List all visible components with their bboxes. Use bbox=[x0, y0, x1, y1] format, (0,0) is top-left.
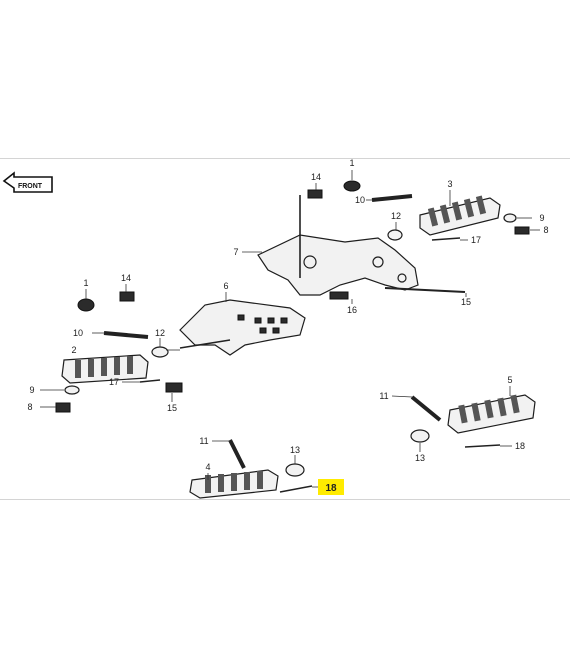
bolt-10-left bbox=[103, 331, 149, 339]
pin-17-left bbox=[139, 379, 161, 383]
pin-2 bbox=[179, 339, 231, 349]
callout-6: 6 bbox=[223, 281, 228, 291]
bolt-16 bbox=[329, 291, 349, 300]
bolt-10-top bbox=[371, 194, 413, 202]
callout-18: 18 bbox=[515, 441, 525, 451]
callout-11: 11 bbox=[199, 436, 208, 446]
footpeg-4 bbox=[189, 469, 279, 499]
callout-13: 13 bbox=[290, 445, 300, 455]
pin-17-top bbox=[431, 237, 461, 241]
bracket-hole bbox=[303, 255, 317, 269]
washer-9-left bbox=[64, 385, 80, 395]
diagram-frame bbox=[0, 158, 570, 500]
callout-16: 16 bbox=[347, 305, 357, 315]
spring-8-left bbox=[55, 402, 71, 413]
callout-1: 1 bbox=[349, 158, 354, 168]
footpeg-left bbox=[61, 354, 149, 384]
spring-8-top bbox=[514, 226, 530, 235]
bolt-11-right bbox=[410, 395, 442, 422]
highlighted-callout-18: 18 bbox=[318, 479, 344, 495]
callout-10: 10 bbox=[355, 195, 365, 205]
washer-13-bottom bbox=[285, 463, 305, 477]
nut-14-top bbox=[307, 189, 323, 199]
washer-12-left bbox=[151, 346, 169, 358]
callout-14: 14 bbox=[121, 273, 131, 283]
front-arrow: FRONT bbox=[2, 171, 53, 193]
bolt-15-left bbox=[165, 382, 183, 393]
callout-12: 12 bbox=[391, 211, 401, 221]
bracket-hole bbox=[397, 273, 407, 283]
callout-5: 5 bbox=[507, 375, 512, 385]
callout-7: 7 bbox=[233, 247, 238, 257]
washer-9-top bbox=[503, 213, 517, 223]
callout-3: 3 bbox=[447, 179, 452, 189]
callout-15: 15 bbox=[461, 297, 471, 307]
callout-15: 15 bbox=[167, 403, 177, 413]
callout-1: 1 bbox=[83, 278, 88, 288]
callout-13: 13 bbox=[415, 453, 425, 463]
cap-1-left bbox=[77, 298, 95, 312]
callout-11: 11 bbox=[379, 391, 388, 401]
long-bolt bbox=[384, 287, 466, 293]
callout-12: 12 bbox=[155, 328, 165, 338]
rear-bracket-7 bbox=[257, 234, 419, 296]
callout-17: 17 bbox=[471, 235, 481, 245]
callout-8: 8 bbox=[27, 402, 32, 412]
front-arrow-text: FRONT bbox=[18, 183, 43, 190]
callout-14: 14 bbox=[311, 172, 321, 182]
footpeg-5 bbox=[447, 394, 536, 434]
washer-13-right bbox=[410, 429, 430, 443]
bracket-hole bbox=[372, 256, 384, 268]
pin-18-right bbox=[464, 444, 501, 448]
callout-labels: 1 14 10 3 12 9 8 17 7 16 15 1 14 6 10 12… bbox=[27, 158, 548, 472]
callout-10: 10 bbox=[73, 328, 83, 338]
callout-2: 2 bbox=[71, 345, 76, 355]
callout-17: 17 bbox=[109, 377, 119, 387]
pin-18-bottom bbox=[279, 485, 313, 493]
highlighted-label-18: 18 bbox=[325, 483, 337, 494]
highlight-box bbox=[318, 479, 344, 495]
callout-9: 9 bbox=[539, 213, 544, 223]
callout-8: 8 bbox=[543, 225, 548, 235]
bolt-11-bottom bbox=[228, 439, 246, 469]
nut-14-left bbox=[119, 291, 135, 302]
cap-1-top bbox=[343, 180, 361, 192]
footpeg-3 bbox=[419, 195, 501, 236]
callout-4: 4 bbox=[205, 462, 210, 472]
front-bracket-6 bbox=[179, 299, 306, 356]
washer-12-top bbox=[387, 229, 403, 241]
leader-lines bbox=[40, 170, 540, 488]
callout-9: 9 bbox=[29, 385, 34, 395]
